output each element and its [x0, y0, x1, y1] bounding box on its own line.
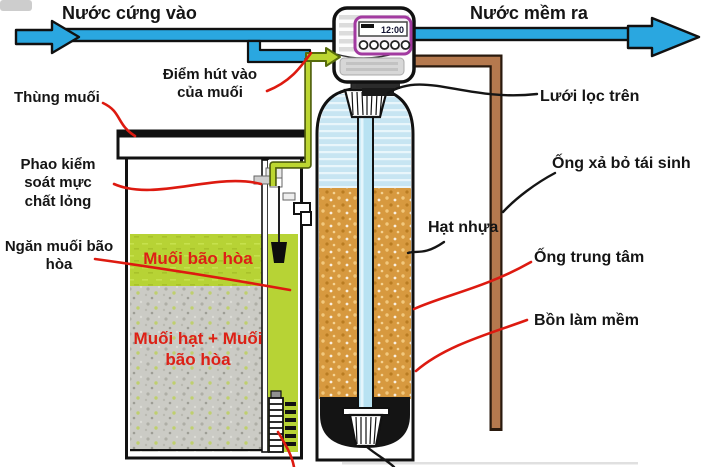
pointer-top-strainer [386, 83, 539, 97]
brine-in-arrow-icon [305, 47, 341, 67]
float-icon [271, 242, 287, 263]
label-resin-beads: Hạt nhựa [428, 219, 499, 236]
label-regen-drain-pipe: Ống xả bỏ tái sinh [552, 155, 691, 172]
pointer-resin [406, 240, 446, 255]
bottom-strainer-graphic [342, 407, 390, 448]
well-slots [285, 402, 296, 446]
brine-well-wall [261, 159, 269, 453]
salt-tank-lid [118, 131, 308, 138]
pointer-salt-tank [101, 101, 137, 138]
pointer-brine-strainer [276, 430, 296, 467]
flow-out-arrow-icon [626, 16, 701, 58]
pointer-brine-suction [265, 51, 313, 93]
salt-tank [116, 129, 312, 460]
overflow-elbow [293, 202, 312, 226]
label-float-control: Phao kiểm soát mực chất lỏng [20, 156, 96, 210]
label-top-strainer: Lưới lọc trên [540, 88, 640, 105]
label-brine-suction-point: Điểm hút vào của muối [162, 66, 258, 102]
pointer-drain-pipe [501, 171, 557, 214]
brine-strainer [268, 390, 284, 453]
label-soft-water-out: Nước mềm ra [470, 3, 588, 23]
pointer-center-tube [412, 260, 533, 311]
control-valve [332, 6, 416, 96]
pointer-brine-compartment [93, 257, 292, 292]
pointer-float [112, 179, 263, 192]
label-center-tube: Ống trung tâm [534, 249, 645, 266]
valve-panel [353, 15, 413, 56]
corner-tab [0, 0, 32, 11]
saturated-salt-layer [130, 234, 262, 286]
pointer-softener-tank [414, 318, 529, 373]
valve-display-time: 12:00 [380, 25, 404, 35]
hard-water-pipe [14, 19, 338, 64]
pointer-lines [93, 51, 557, 467]
resin-tank [315, 80, 415, 462]
label-softener-tank: Bồn làm mềm [534, 312, 639, 329]
granular-salt-layer [130, 286, 262, 452]
flow-in-arrow-icon [14, 19, 81, 55]
center-tube-graphic [357, 104, 374, 428]
label-salt-tank: Thùng muối [14, 89, 100, 106]
floor-line [342, 462, 638, 465]
label-brine-compartment: Ngăn muối bão hòa [4, 238, 114, 274]
brine-tube [269, 47, 341, 186]
label-saturated-salt: Muối bão hòa [143, 249, 253, 268]
label-granular-salt: Muối hạt + Muối bão hòa [133, 329, 263, 369]
label-hard-water-in: Nước cứng vào [62, 3, 197, 23]
drain-pipe [412, 54, 503, 431]
valve-buttons[interactable] [358, 40, 411, 50]
pointer-bottom-strainer [365, 445, 396, 467]
